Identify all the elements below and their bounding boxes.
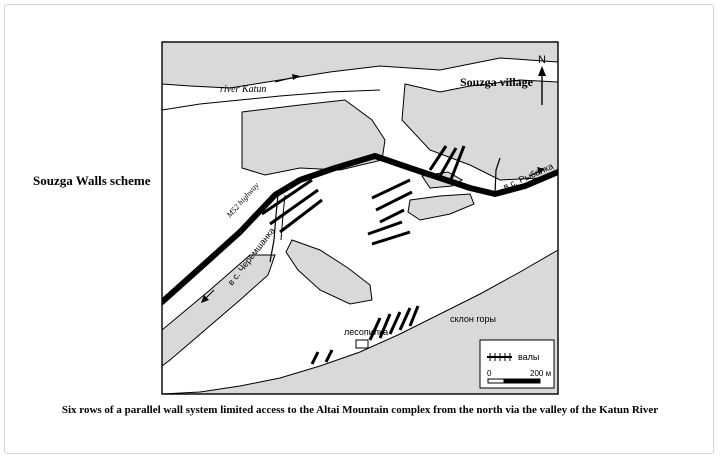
cheremshanka-arrow	[201, 289, 215, 303]
wall-row-6	[310, 349, 334, 365]
village-road	[494, 157, 501, 195]
legend: валы 0 200 м	[479, 339, 555, 389]
north-arrow-icon	[538, 66, 546, 105]
wall-row-4	[428, 145, 466, 183]
wall-system	[261, 145, 466, 365]
north-label: N	[538, 54, 546, 66]
slope-land	[162, 249, 558, 394]
rybalka-arrow	[529, 167, 545, 177]
wall-row-1	[261, 178, 323, 234]
scale-bar	[487, 378, 541, 384]
scheme-title: Souzga Walls scheme	[33, 173, 151, 188]
sawmill-building	[355, 339, 369, 349]
figure-caption: Six rows of a parallel wall system limit…	[61, 404, 659, 416]
wall-row-5	[368, 305, 420, 341]
scale-end-label: 200 м	[530, 369, 551, 378]
legend-walls-label: валы	[518, 352, 539, 362]
island-1	[285, 239, 373, 305]
north-bank-land	[162, 42, 558, 89]
central-land	[241, 99, 386, 176]
slope-label: склон горы	[450, 314, 496, 324]
sawmill-label: лесопилка	[344, 327, 388, 337]
river-bank-line	[162, 89, 381, 111]
souzga-village-label: Souzga village	[460, 75, 534, 89]
island-2	[407, 193, 475, 221]
village-land	[401, 79, 558, 181]
wall-row-2	[371, 178, 413, 224]
river-flow-arrow	[274, 74, 300, 83]
scale-start-label: 0	[487, 369, 492, 378]
river-katun-label: river Katun	[220, 84, 266, 95]
map-border	[161, 41, 559, 395]
wall-row-3	[367, 220, 411, 246]
image-frame	[4, 4, 714, 454]
lower-left-land	[162, 254, 276, 367]
legend-wall-symbol	[487, 353, 512, 361]
